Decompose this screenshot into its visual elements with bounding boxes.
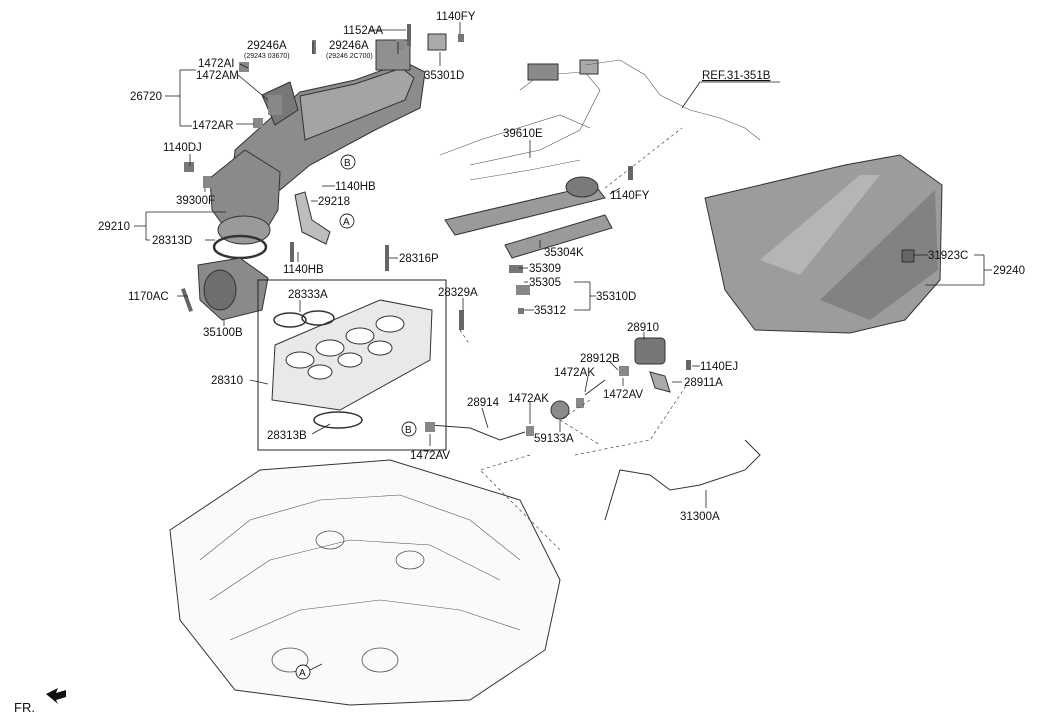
label-1472AV-1: 1472AV: [603, 389, 643, 401]
label-29246A-1-sub: (29243 03670): [244, 53, 290, 60]
label-29246A-1: 29246A: [247, 40, 287, 52]
label-39300F: 39300F: [176, 195, 215, 207]
label-1472AK-2: 1472AK: [508, 393, 549, 405]
part-labels: 1152AA 1140FY 29246A (29243 03670) 29246…: [98, 11, 1025, 523]
label-26720: 26720: [130, 91, 162, 103]
label-35301D: 35301D: [424, 70, 464, 82]
svg-text:A: A: [299, 668, 306, 679]
ref-tube: [584, 59, 761, 141]
label-28914: 28914: [467, 397, 500, 409]
label-28912B: 28912B: [580, 353, 620, 365]
label-29246A-2: 29246A: [329, 40, 369, 52]
label-29240: 29240: [993, 265, 1025, 277]
label-1152AA: 1152AA: [343, 25, 383, 37]
svg-text:B: B: [405, 425, 412, 436]
front-arrow-icon: [46, 688, 66, 704]
label-31300A: 31300A: [680, 511, 720, 523]
label-35305: 35305: [529, 277, 561, 289]
label-35309: 35309: [529, 263, 561, 275]
label-1140DJ: 1140DJ: [163, 142, 202, 154]
leader-lines: [134, 22, 992, 508]
label-1170AC: 1170AC: [128, 291, 169, 303]
label-ref-31-351B: REF.31-351B: [702, 70, 771, 82]
label-35312: 35312: [534, 305, 566, 317]
label-1140EJ: 1140EJ: [700, 361, 738, 373]
check-valve-59133A: [550, 400, 570, 420]
label-28313B: 28313B: [267, 430, 307, 442]
label-28329A: 28329A: [438, 287, 478, 299]
label-1472AR: 1472AR: [192, 120, 234, 132]
fasteners: [181, 24, 691, 436]
wiring-harness: [439, 59, 601, 181]
label-29210: 29210: [98, 221, 130, 233]
label-35100B: 35100B: [203, 327, 243, 339]
gasket-28313B: [313, 411, 363, 429]
label-35310D: 35310D: [596, 291, 636, 303]
label-28333A: 28333A: [288, 289, 328, 301]
engine-block: [169, 459, 561, 706]
throttle-body: [197, 257, 269, 321]
engine-cover: [704, 154, 943, 334]
label-59133A: 59133A: [534, 433, 574, 445]
label-1140FY-top: 1140FY: [436, 11, 476, 23]
purge-valve: [634, 337, 666, 365]
grommet-31923C: [901, 249, 915, 263]
callout-b-top: B: [340, 154, 356, 170]
callout-a-top: A: [339, 213, 355, 229]
front-direction-indicator: FR.: [14, 688, 66, 715]
fuel-rail: [444, 176, 613, 259]
label-1140HB-1: 1140HB: [335, 181, 376, 193]
label-39610E: 39610E: [503, 128, 543, 140]
label-1140HB-2: 1140HB: [283, 264, 324, 276]
label-29246A-2-sub: (29246 2C700): [326, 53, 373, 60]
gasket-28333A: [273, 310, 335, 328]
label-1472AV-2: 1472AV: [410, 450, 450, 462]
label-1472AM: 1472AM: [196, 70, 239, 82]
label-35304K: 35304K: [544, 247, 584, 259]
label-1472AI: 1472AI: [198, 58, 234, 70]
intake-manifold-lower: [271, 299, 433, 411]
label-28310: 28310: [211, 375, 243, 387]
vacuum-hose: [429, 379, 606, 441]
pcv-tube: [604, 439, 761, 521]
label-28911A: 28911A: [684, 377, 723, 389]
callout-b-hose: B: [401, 421, 417, 437]
svg-text:B: B: [344, 158, 351, 169]
lower-intake-box: [257, 279, 447, 451]
svg-text:A: A: [343, 217, 350, 228]
label-29218: 29218: [318, 196, 350, 208]
bracket-29218: [294, 191, 331, 245]
callout-a-engine: A: [295, 663, 323, 680]
label-28316P: 28316P: [399, 253, 439, 265]
label-1472AK-1: 1472AK: [554, 367, 595, 379]
dashed-guides: [459, 127, 691, 551]
label-28313D: 28313D: [152, 235, 192, 247]
label-1140FY-mid: 1140FY: [610, 190, 650, 202]
fr-label: FR.: [14, 700, 35, 715]
label-28910: 28910: [627, 322, 659, 334]
label-31923C: 31923C: [928, 250, 968, 262]
